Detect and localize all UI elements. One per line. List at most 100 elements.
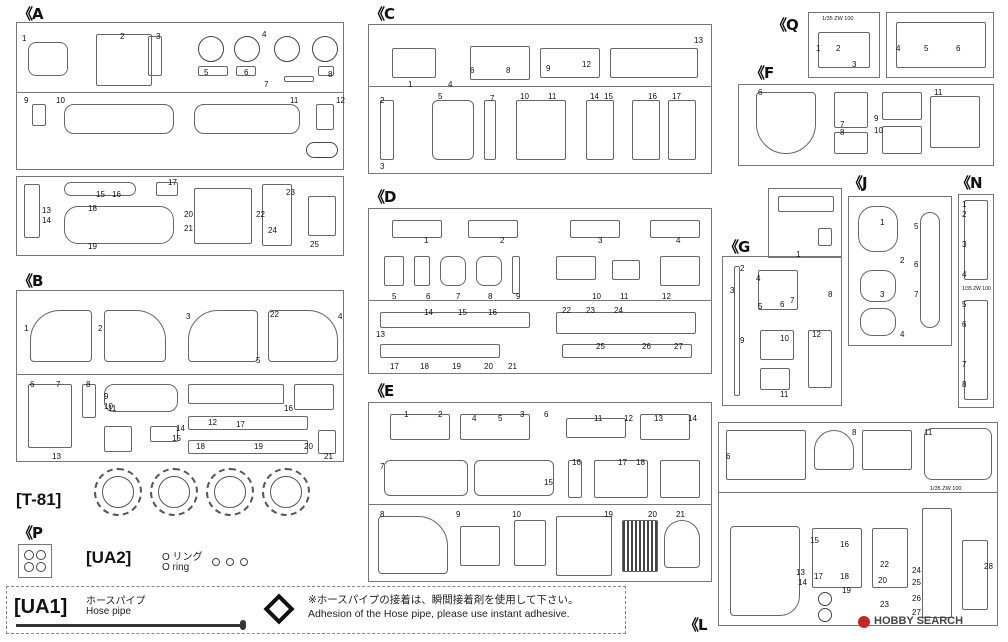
sprue-label-e: 《E xyxy=(370,382,394,400)
sprue-g-frame-top xyxy=(768,188,842,258)
part-b2 xyxy=(104,310,166,362)
part-a11 xyxy=(194,104,300,134)
part-p-1 xyxy=(24,550,34,560)
part-a9 xyxy=(32,104,46,126)
part-number-d: 25 xyxy=(596,342,605,351)
part-number-d: 7 xyxy=(456,292,461,301)
part-a5 xyxy=(198,66,228,76)
adhesive-note-en: Adhesion of the Hose pipe, please use in… xyxy=(308,608,570,620)
part-f11 xyxy=(930,96,980,148)
part-a4-wheel-3 xyxy=(274,36,300,62)
sprue-d-frame xyxy=(368,208,712,374)
part-number-b: 11 xyxy=(108,404,117,413)
part-l-round-2 xyxy=(818,608,832,622)
part-number-a: 19 xyxy=(88,242,97,251)
part-number-q: 2 xyxy=(836,44,841,53)
part-number-a: 7 xyxy=(264,80,269,89)
part-a6 xyxy=(236,66,256,76)
part-a17 xyxy=(156,182,178,196)
part-q4-6 xyxy=(896,22,986,68)
part-number-d: 16 xyxy=(488,308,497,317)
part-number-f: 10 xyxy=(874,126,883,135)
part-number-g: 4 xyxy=(756,274,761,283)
part-d4 xyxy=(650,220,700,238)
part-l-cap xyxy=(814,430,854,470)
sprue-label-g: 《G xyxy=(724,238,750,256)
sprue-label-d: 《D xyxy=(370,188,396,206)
part-l27-28 xyxy=(962,540,988,610)
part-number-g: 8 xyxy=(828,290,833,299)
part-g4-9 xyxy=(734,266,740,396)
part-number-d: 15 xyxy=(458,308,467,317)
part-number-g: 10 xyxy=(780,334,789,343)
part-number-e: 12 xyxy=(624,414,633,423)
part-c14-15 xyxy=(586,100,614,160)
part-d1 xyxy=(392,220,442,238)
part-j1-2 xyxy=(858,206,898,252)
part-number-a: 9 xyxy=(24,96,29,105)
part-number-l: 6 xyxy=(726,452,731,461)
sprue-label-n: 《N xyxy=(956,174,983,192)
part-number-l: 25 xyxy=(912,578,921,587)
part-number-e: 9 xyxy=(456,510,461,519)
part-number-n: 2 xyxy=(962,210,967,219)
part-b17 xyxy=(188,416,308,430)
part-number-l: 11 xyxy=(924,428,933,437)
part-c1-4 xyxy=(392,48,436,78)
part-number-l: 8 xyxy=(852,428,857,437)
part-number-g: 1 xyxy=(796,250,801,259)
part-number-f: 9 xyxy=(874,114,879,123)
part-d7 xyxy=(440,256,466,286)
part-number-e: 5 xyxy=(498,414,503,423)
part-number-d: 2 xyxy=(500,236,505,245)
part-n1-4 xyxy=(964,200,988,280)
part-a1 xyxy=(28,42,68,76)
part-b3 xyxy=(188,310,258,362)
part-number-a: 22 xyxy=(256,210,265,219)
part-number-j: 5 xyxy=(914,222,919,231)
part-number-n: 5 xyxy=(962,300,967,309)
part-number-n: 7 xyxy=(962,360,967,369)
sprue-c-frame xyxy=(368,24,712,174)
watermark-text: HOBBY SEARCH xyxy=(874,615,964,627)
part-number-d: 10 xyxy=(592,292,601,301)
adhesive-note-jp: ※ホースパイプの接着は、瞬間接着剤を使用して下さい。 xyxy=(308,594,579,606)
part-number-b: 8 xyxy=(86,380,91,389)
part-number-e: 8 xyxy=(380,510,385,519)
sprue-g-frame xyxy=(722,256,842,406)
part-number-e: 2 xyxy=(438,410,443,419)
part-d3 xyxy=(570,220,620,238)
ua1-jp: ホースパイプ xyxy=(86,596,146,607)
hose-pipe-end xyxy=(240,620,246,630)
part-c17 xyxy=(668,100,696,160)
part-number-d: 11 xyxy=(620,292,629,301)
part-number-g: 5 xyxy=(758,302,763,311)
part-a4-wheel-2 xyxy=(234,36,260,62)
t81-label: [T-81] xyxy=(16,490,62,509)
part-number-d: 23 xyxy=(586,306,595,315)
n-brand-mark: 1/35 ZW 100 xyxy=(962,286,991,292)
part-e11-12 xyxy=(566,418,626,438)
part-number-d: 5 xyxy=(392,292,397,301)
part-number-n: 4 xyxy=(962,270,967,279)
part-a22-24 xyxy=(262,184,292,246)
part-l24-26 xyxy=(922,508,952,618)
part-f8 xyxy=(834,132,868,154)
part-number-b: 2 xyxy=(98,324,103,333)
part-b13 xyxy=(104,426,132,452)
part-number-e: 16 xyxy=(572,458,581,467)
sprue-j-frame xyxy=(848,196,952,346)
sprue-q-frame-left xyxy=(808,12,880,78)
part-number-f: 8 xyxy=(840,128,845,137)
part-l-round-1 xyxy=(818,592,832,606)
part-number-c: 11 xyxy=(548,92,557,101)
part-number-a: 17 xyxy=(168,178,177,187)
part-number-l: 18 xyxy=(840,572,849,581)
part-number-c: 13 xyxy=(694,36,703,45)
part-a25 xyxy=(308,196,336,236)
part-number-l: 19 xyxy=(842,586,851,595)
part-number-e: 18 xyxy=(636,458,645,467)
sprue-label-l: 《L xyxy=(684,616,708,634)
part-number-b: 9 xyxy=(104,392,109,401)
part-d2 xyxy=(468,220,518,238)
